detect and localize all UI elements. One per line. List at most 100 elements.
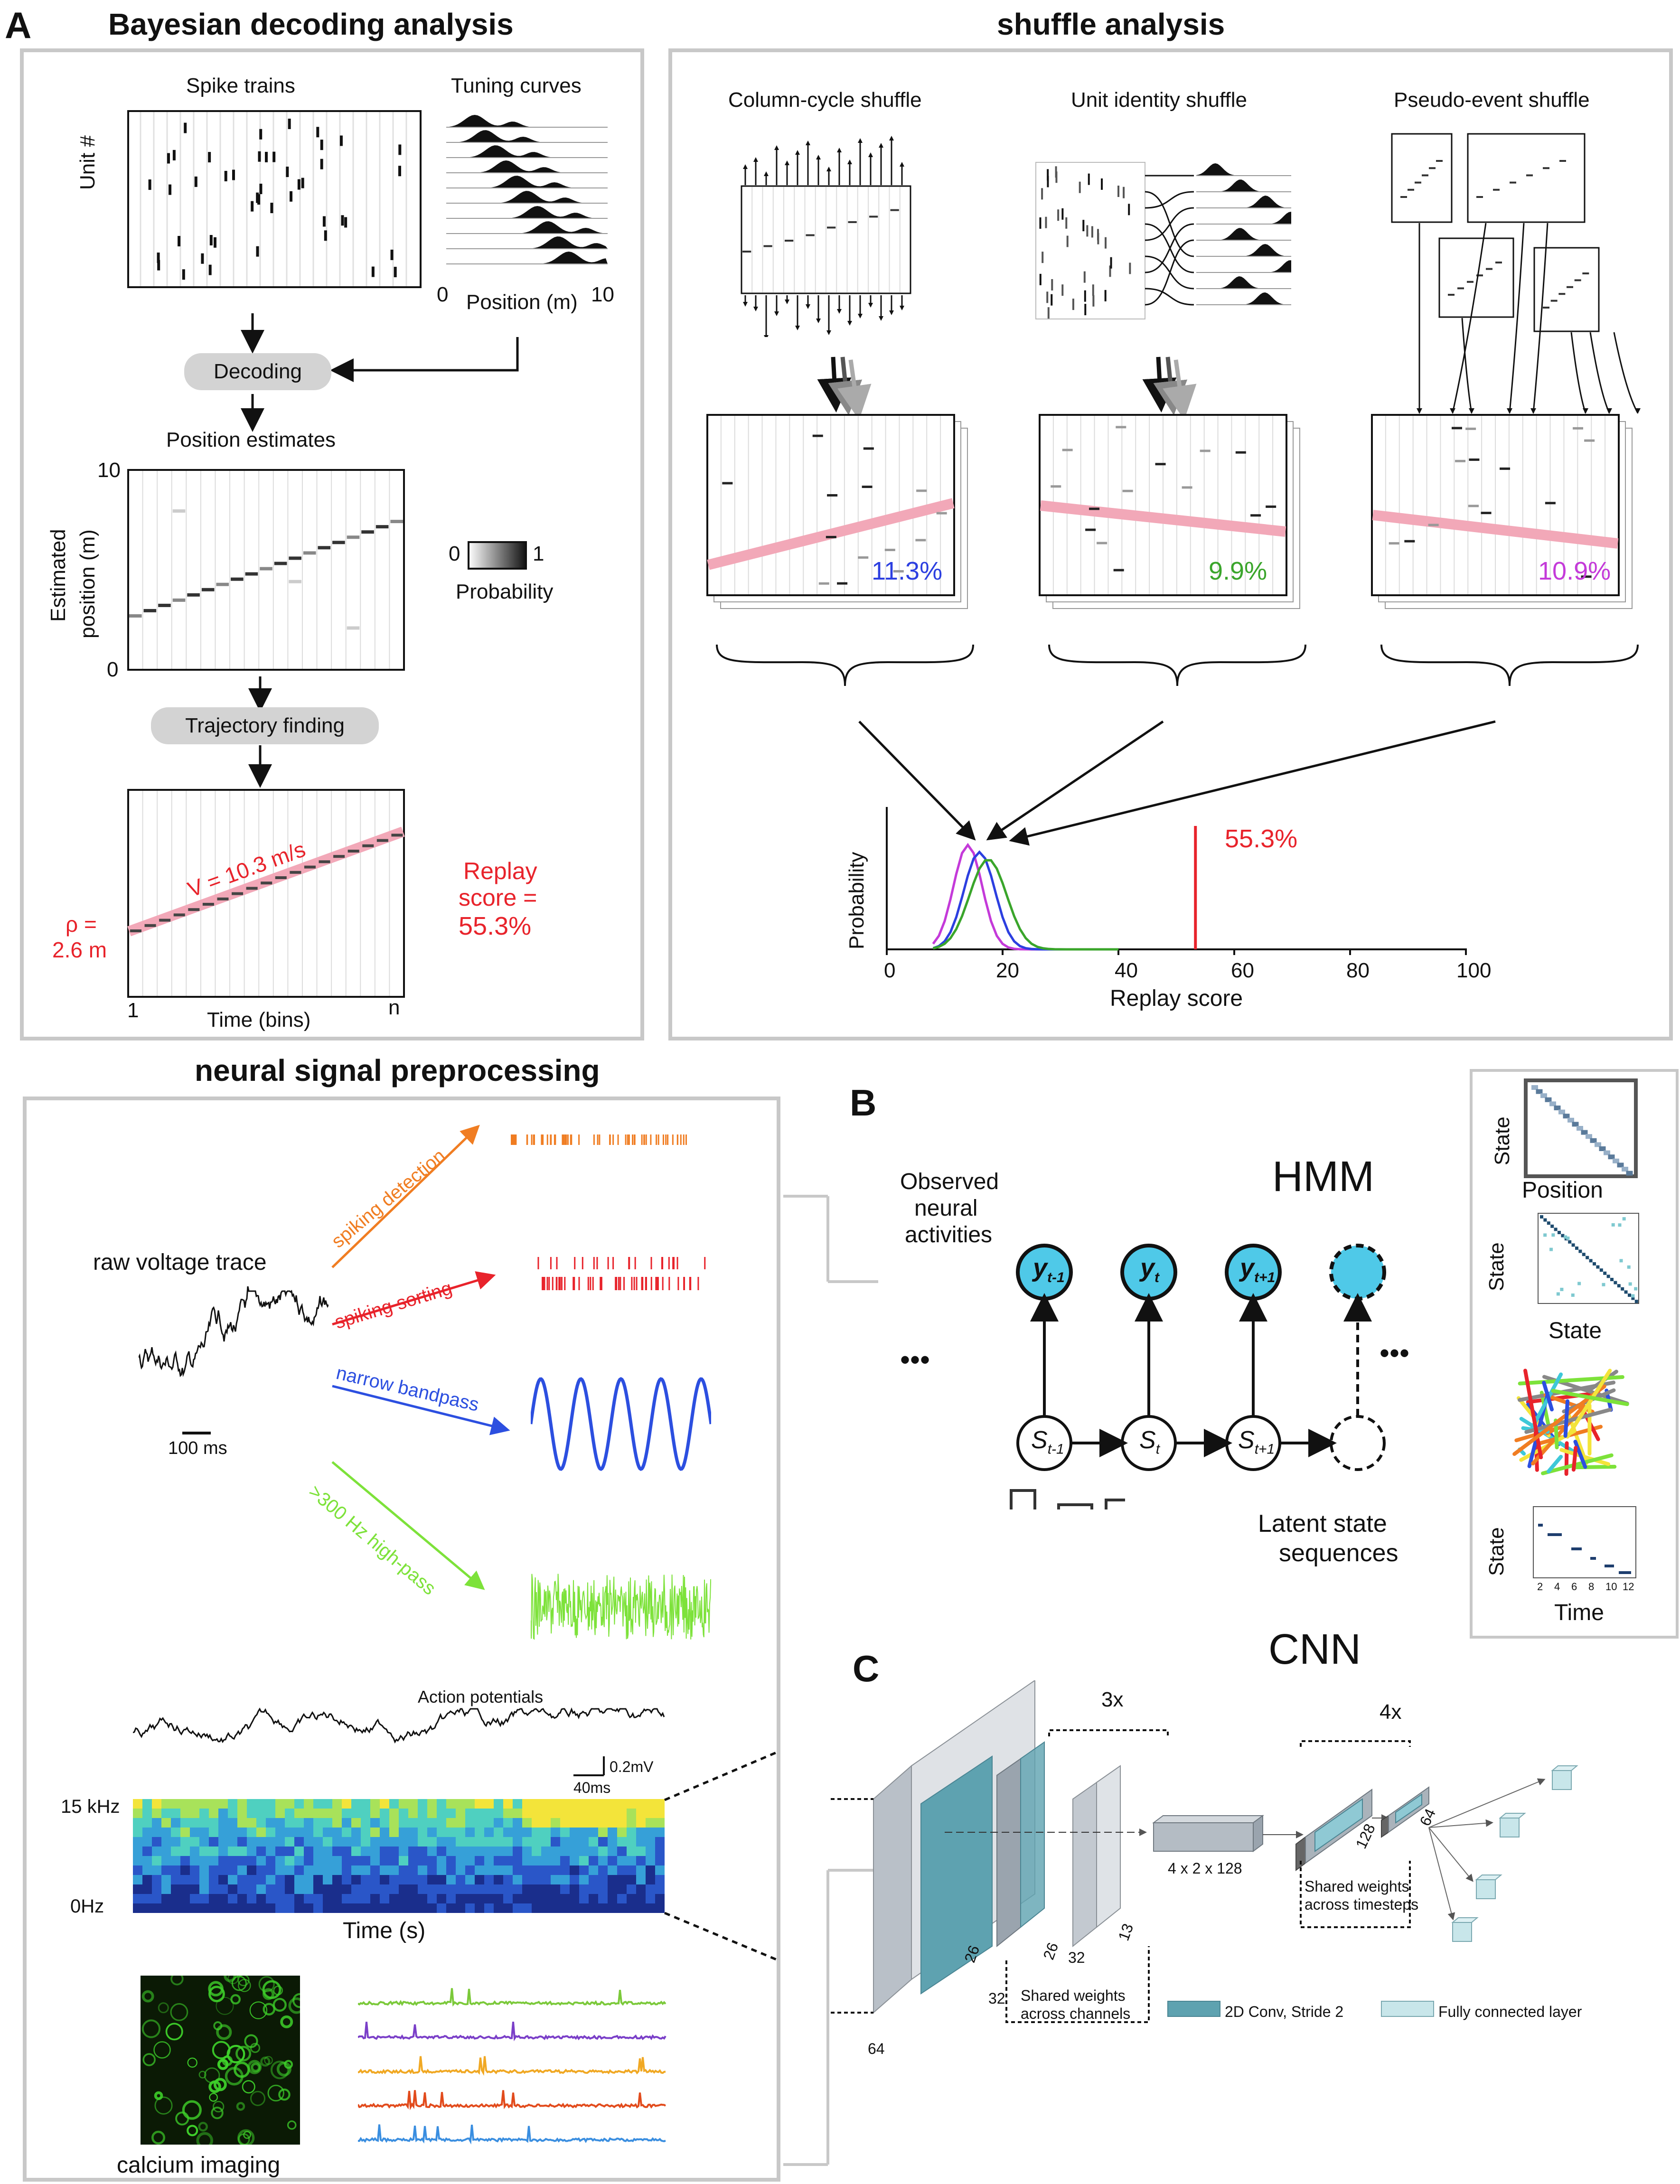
spectrogram-cell xyxy=(133,1894,142,1903)
spectrogram-cell xyxy=(323,1865,332,1875)
spectrogram-cell xyxy=(522,1856,532,1865)
spectrogram-cell xyxy=(190,1894,199,1903)
pseudo-event-cell xyxy=(1436,160,1443,162)
spectrogram-cell xyxy=(161,1818,171,1828)
spectrogram-cell xyxy=(256,1799,266,1809)
shift-down-arrowhead xyxy=(785,300,789,304)
spectrogram-cell xyxy=(427,1799,437,1809)
spectrogram-cell xyxy=(323,1856,332,1865)
spectrogram-cell xyxy=(199,1894,209,1903)
spectrogram-cell xyxy=(456,1875,465,1884)
conv-layer-3 xyxy=(1072,1765,1121,1948)
spectrogram-cell xyxy=(332,1856,342,1865)
spectrogram-cell xyxy=(133,1799,142,1809)
decoding-flow-arrows xyxy=(241,313,519,788)
spectrogram-cell xyxy=(437,1809,446,1818)
spectrogram-cell xyxy=(171,1856,180,1865)
spectrogram-cell xyxy=(304,1894,313,1903)
spectrogram-cell xyxy=(579,1828,589,1837)
spectrogram-cell xyxy=(408,1809,418,1818)
matrix-cell xyxy=(869,216,878,218)
matrix-cell xyxy=(848,221,857,223)
spectrogram-cell xyxy=(142,1799,152,1809)
result-cell xyxy=(884,549,895,552)
shuffle-down-arrows xyxy=(716,356,1639,846)
pseudo-event-cell xyxy=(1559,160,1566,162)
spectrogram-cell xyxy=(456,1856,465,1865)
state-position-cell xyxy=(1536,1089,1543,1094)
matrix-cell xyxy=(390,520,403,524)
time-axis-max: n xyxy=(388,996,400,1019)
spectrogram-cell xyxy=(247,1875,256,1884)
trajectory-estimate-cell xyxy=(275,876,287,879)
spectrogram-cell xyxy=(560,1809,570,1818)
decoding-step: Decoding xyxy=(184,353,331,390)
unit-tuning-curve xyxy=(1196,212,1291,224)
spectrogram-cell xyxy=(342,1818,351,1828)
transition-diagonal-cell xyxy=(1582,1253,1586,1256)
spectrogram-cell xyxy=(418,1809,427,1818)
spectrogram-cell xyxy=(598,1894,608,1903)
spectrogram-cell xyxy=(294,1809,304,1818)
transition-diagonal-cell xyxy=(1617,1284,1621,1288)
pseudo-event-cell xyxy=(1558,293,1566,295)
spectrogram-cell xyxy=(646,1818,655,1828)
spectrogram-cell xyxy=(361,1856,370,1865)
spectrogram-cell xyxy=(275,1837,285,1847)
spectrogram-cell xyxy=(598,1799,608,1809)
spectrogram-cell xyxy=(237,1818,247,1828)
spectrogram-cell xyxy=(351,1818,361,1828)
spectrogram-cell xyxy=(218,1828,228,1837)
spectrogram-cell xyxy=(446,1847,456,1856)
pseudo-event-cell xyxy=(1526,174,1533,177)
calcium-cell xyxy=(187,2125,198,2137)
spectrogram-cell xyxy=(589,1818,598,1828)
spectrogram-cell xyxy=(494,1856,503,1865)
spectrogram-cell xyxy=(598,1884,608,1894)
spectrogram-cell xyxy=(133,1856,142,1865)
tc-axis-label: Position (m) xyxy=(466,291,578,314)
spectrogram-cell xyxy=(503,1799,513,1809)
spectrogram-cell xyxy=(465,1856,475,1865)
pseudo-event-arrow xyxy=(1589,332,1610,413)
calcium-cell xyxy=(272,1997,287,2012)
conv-layer-1 xyxy=(920,1755,993,1995)
spectrogram-cell xyxy=(266,1809,275,1818)
unit-swap-arrow xyxy=(1145,191,1194,209)
spectrogram-cell xyxy=(142,1894,152,1903)
spectrogram-cell xyxy=(579,1799,589,1809)
spectrogram-cell xyxy=(180,1875,190,1884)
spectrogram-cell xyxy=(304,1809,313,1818)
dim-32a: 32 xyxy=(988,1990,1005,2007)
result-cell xyxy=(1428,524,1439,526)
shared-time-1: Shared weights xyxy=(1305,1878,1409,1895)
spectrogram-cell xyxy=(598,1837,608,1847)
pseudo-event-cell xyxy=(1495,262,1502,263)
calcium-cell xyxy=(280,2015,293,2028)
state-time-tick: 4 xyxy=(1554,1581,1560,1593)
shift-down-arrowhead xyxy=(816,319,821,323)
transition-offdiag-cell xyxy=(1634,1287,1638,1291)
result-cell xyxy=(1545,502,1556,505)
spectrogram-cell xyxy=(304,1884,313,1894)
matrix-cell xyxy=(375,525,389,529)
matrix-cell xyxy=(347,535,360,539)
spectrogram-cell xyxy=(342,1809,351,1818)
shift-up-arrowhead xyxy=(826,167,831,171)
spectrogram-cell xyxy=(142,1865,152,1875)
spectrogram-cell xyxy=(627,1884,636,1894)
latent-label-1: Latent state xyxy=(1258,1510,1387,1537)
spectrogram-cell xyxy=(513,1799,522,1809)
result-cell xyxy=(893,570,904,573)
pseudo-event-diagram xyxy=(1391,133,1641,414)
pseudo-event-cell xyxy=(1582,272,1589,274)
spike-detection-raster xyxy=(511,1134,687,1145)
pseudo-event-frame xyxy=(1467,133,1586,223)
spectrogram-cell xyxy=(161,1837,171,1847)
matrix-cell xyxy=(187,593,200,597)
spectrogram-cell xyxy=(190,1799,199,1809)
spectrogram-cell xyxy=(399,1865,408,1875)
spectrogram-cell xyxy=(228,1837,237,1847)
legend-conv-label: 2D Conv, Stride 2 xyxy=(1225,2003,1344,2020)
spectrogram-cell xyxy=(399,1847,408,1856)
